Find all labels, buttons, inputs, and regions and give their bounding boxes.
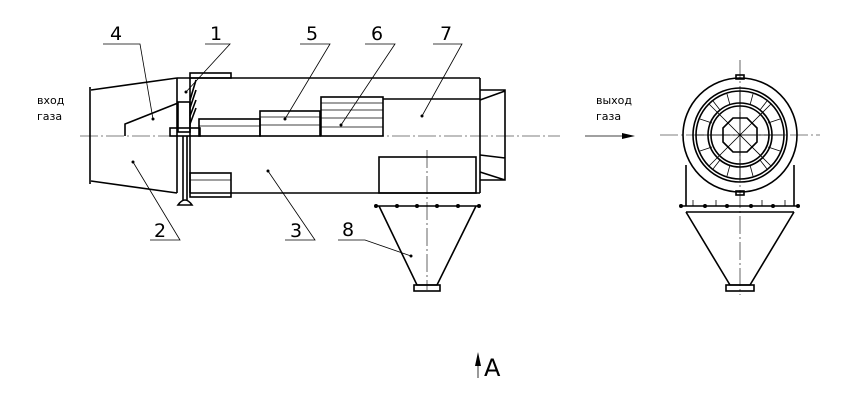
callout-6: 6 (371, 23, 383, 45)
outlet-label-1: выход (596, 94, 632, 107)
inlet-label-1: вход (37, 94, 65, 107)
callout-1: 1 (210, 23, 222, 45)
view-label: A (484, 354, 501, 382)
view-arrow-head (475, 352, 481, 366)
callout-3: 3 (290, 220, 302, 242)
outlet-arrow-head (622, 133, 635, 139)
front-view (679, 74, 800, 292)
callout-5: 5 (306, 23, 318, 45)
callout-4: 4 (110, 23, 122, 45)
inlet-label-2: газа (37, 110, 62, 123)
outlet-label-2: газа (596, 110, 621, 123)
callout-8: 8 (342, 219, 354, 241)
callout-7: 7 (440, 23, 452, 45)
side-view (89, 43, 506, 292)
callout-2: 2 (154, 220, 166, 242)
